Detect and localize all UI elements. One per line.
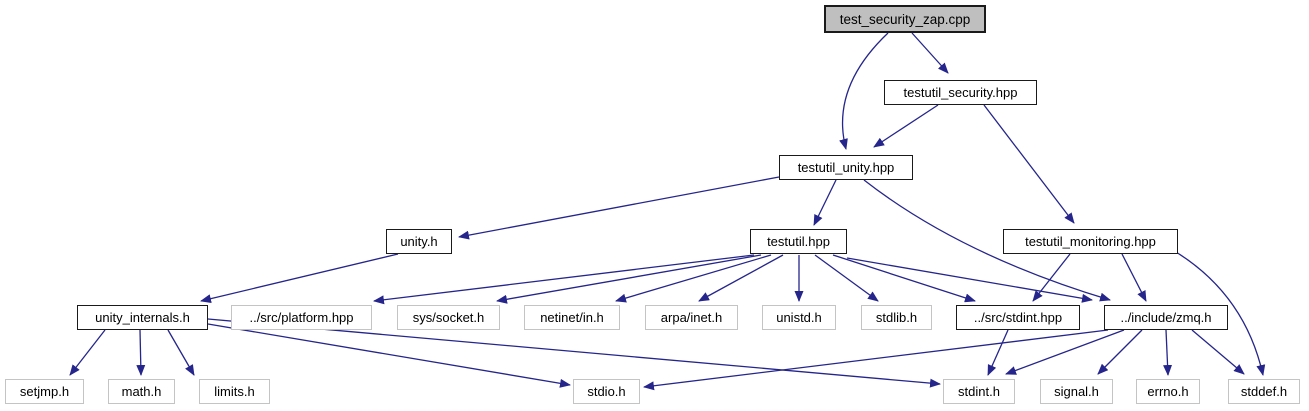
node-testutil-security-hpp[interactable]: testutil_security.hpp bbox=[884, 80, 1037, 105]
edge-zmq-to-signal bbox=[1097, 329, 1143, 375]
edge-testutil-unity-to-unity-h bbox=[458, 176, 780, 240]
node-netinet-in-h: netinet/in.h bbox=[524, 305, 620, 330]
edge-testutil-to-platform bbox=[373, 254, 755, 305]
edge-zmq-to-stdio bbox=[643, 329, 1109, 391]
node-stdio-h: stdio.h bbox=[573, 379, 640, 404]
edge-unity-internals-to-stdio bbox=[207, 323, 571, 388]
edge-unity-internals-to-setjmp bbox=[69, 329, 106, 376]
edge-zmq-to-stddef bbox=[1191, 329, 1245, 375]
edge-unity-h-to-unity-internals bbox=[200, 253, 399, 304]
node-sys-socket-h: sys/socket.h bbox=[397, 305, 500, 330]
node-stddef-h: stddef.h bbox=[1228, 379, 1300, 404]
edge-security-to-testutil-unity bbox=[873, 104, 939, 148]
edge-monitoring-to-stddef bbox=[1175, 251, 1266, 376]
edge-zmq-to-errno bbox=[1163, 329, 1173, 376]
edge-testutil-to-stdint-hpp bbox=[832, 254, 976, 303]
edge-testutil-to-zmq bbox=[846, 257, 1093, 303]
node-setjmp-h: setjmp.h bbox=[5, 379, 84, 404]
edge-testutil-unity-to-zmq bbox=[863, 179, 1111, 302]
node-signal-h: signal.h bbox=[1040, 379, 1113, 404]
node-errno-h: errno.h bbox=[1136, 379, 1200, 404]
edge-testutil-to-arpa bbox=[698, 254, 784, 302]
node-limits-h: limits.h bbox=[199, 379, 270, 404]
node-unity-internals-h[interactable]: unity_internals.h bbox=[77, 305, 208, 330]
edge-zmq-to-stdint-h bbox=[1005, 329, 1125, 375]
edge-stdint-hpp-to-stdint-h bbox=[987, 329, 1009, 376]
node-arpa-inet-h: arpa/inet.h bbox=[645, 305, 738, 330]
node-test-security-zap-cpp: test_security_zap.cpp bbox=[824, 5, 986, 33]
edge-unity-internals-to-limits bbox=[167, 329, 195, 376]
node-testutil-monitoring-hpp[interactable]: testutil_monitoring.hpp bbox=[1003, 229, 1178, 254]
node-unity-h[interactable]: unity.h bbox=[386, 229, 452, 254]
edge-testutil-to-stdlib bbox=[814, 254, 879, 302]
edge-zap-to-testutil-unity bbox=[839, 32, 889, 150]
node-src-stdint-hpp[interactable]: ../src/stdint.hpp bbox=[956, 305, 1080, 330]
node-src-platform-hpp: ../src/platform.hpp bbox=[231, 305, 372, 330]
edge-monitoring-to-zmq bbox=[1121, 253, 1147, 302]
node-testutil-hpp[interactable]: testutil.hpp bbox=[750, 229, 847, 254]
edge-testutil-unity-to-testutil bbox=[813, 179, 837, 226]
edge-testutil-to-netinet bbox=[615, 254, 772, 303]
edge-unity-internals-to-math bbox=[136, 329, 146, 376]
node-include-zmq-h[interactable]: ../include/zmq.h bbox=[1104, 305, 1228, 330]
edge-security-to-monitoring bbox=[983, 104, 1075, 224]
edge-zap-to-security bbox=[911, 32, 949, 74]
node-stdint-h: stdint.h bbox=[943, 379, 1015, 404]
node-stdlib-h: stdlib.h bbox=[861, 305, 932, 330]
node-unistd-h: unistd.h bbox=[762, 305, 836, 330]
edge-testutil-to-sys-socket bbox=[496, 254, 762, 304]
edge-monitoring-to-stdint-hpp bbox=[1032, 253, 1071, 302]
node-testutil-unity-hpp[interactable]: testutil_unity.hpp bbox=[779, 155, 913, 180]
node-math-h: math.h bbox=[108, 379, 175, 404]
